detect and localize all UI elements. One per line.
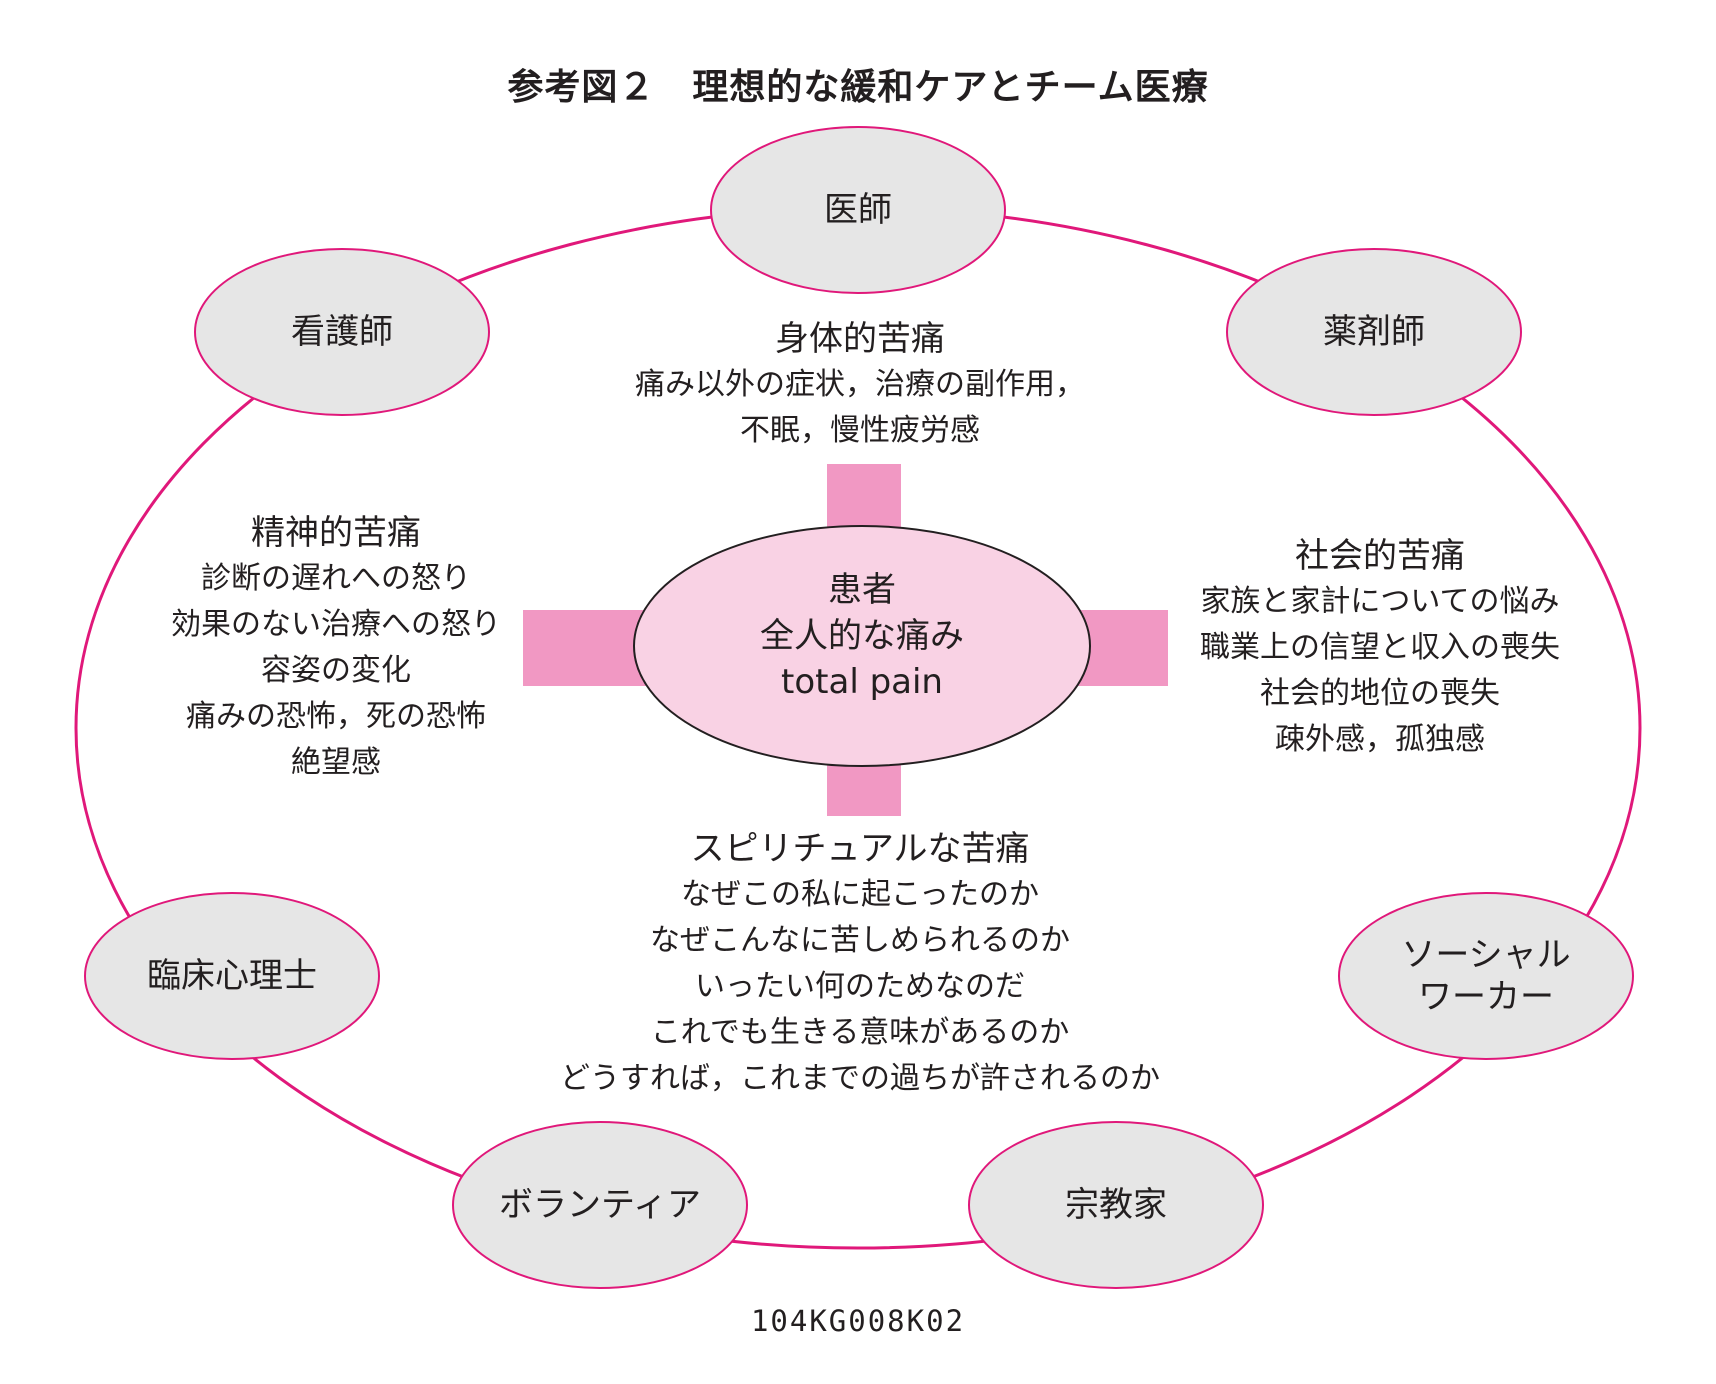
spiritual-pain-line: どうすれば，これまでの過ちが許されるのか (560, 1061, 1160, 1096)
mental-pain-line: 診断の遅れへの怒り (201, 561, 471, 596)
physical-pain-line: 不眠，慢性疲労感 (740, 413, 980, 448)
patient-ellipse (633, 525, 1091, 767)
label-religious: 宗教家 (1065, 1185, 1167, 1225)
mental-pain-line: 効果のない治療への怒り (171, 607, 501, 642)
node-pharmacist (1226, 248, 1522, 416)
label-social-worker-line1: ソーシャル (1401, 935, 1571, 975)
mental-pain-block: 精神的苦痛 診断の遅れへの怒り 効果のない治療への怒り 容姿の変化 痛みの恐怖，… (136, 510, 536, 786)
label-social-worker: ソーシャル ワーカー (1336, 934, 1636, 1018)
node-doctor (710, 126, 1006, 294)
physical-pain-block: 身体的苦痛 痛み以外の症状，治療の副作用， 不眠，慢性疲労感 (560, 316, 1160, 454)
patient-line3: total pain (781, 662, 943, 702)
spiritual-pain-block: スピリチュアルな苦痛 なぜこの私に起こったのか なぜこんなに苦しめられるのか い… (510, 826, 1210, 1102)
patient-line2: 全人的な痛み (760, 616, 964, 656)
node-psychologist (84, 892, 380, 1060)
spiritual-pain-line: なぜこの私に起こったのか (681, 877, 1039, 912)
node-social-worker (1338, 892, 1634, 1060)
patient-line1: 患者 (828, 570, 896, 610)
social-pain-heading: 社会的苦痛 (1295, 536, 1465, 576)
cross-arm-top (827, 464, 901, 532)
physical-pain-heading: 身体的苦痛 (775, 319, 945, 359)
mental-pain-line: 絶望感 (291, 745, 381, 780)
spiritual-pain-heading: スピリチュアルな苦痛 (690, 829, 1030, 869)
spiritual-pain-line: なぜこんなに苦しめられるのか (650, 923, 1070, 958)
social-pain-line: 疎外感，孤独感 (1275, 722, 1485, 757)
social-pain-block: 社会的苦痛 家族と家計についての悩み 職業上の信望と収入の喪失 社会的地位の喪失… (1180, 533, 1580, 763)
mental-pain-line: 痛みの恐怖，死の恐怖 (186, 699, 486, 734)
label-nurse: 看護師 (291, 312, 393, 352)
node-religious (968, 1121, 1264, 1289)
spiritual-pain-line: いったい何のためなのだ (695, 969, 1025, 1004)
social-pain-line: 職業上の信望と収入の喪失 (1200, 630, 1560, 665)
mental-pain-line: 容姿の変化 (261, 653, 411, 688)
label-social-worker-line2: ワーカー (1418, 977, 1554, 1017)
label-volunteer: ボランティア (499, 1185, 701, 1225)
spiritual-pain-line: これでも生きる意味があるのか (650, 1015, 1070, 1050)
mental-pain-heading: 精神的苦痛 (251, 513, 421, 553)
node-volunteer (452, 1121, 748, 1289)
label-doctor: 医師 (824, 190, 892, 230)
figure-code: 104KG008K02 (750, 1304, 966, 1338)
label-psychologist: 臨床心理士 (147, 956, 317, 996)
figure-title: 参考図２ 理想的な緩和ケアとチーム医療 (507, 67, 1209, 108)
cross-arm-left (523, 610, 647, 686)
label-pharmacist: 薬剤師 (1323, 312, 1425, 352)
node-nurse (194, 248, 490, 416)
patient-label: 患者 全人的な痛み total pain (662, 567, 1062, 705)
social-pain-line: 社会的地位の喪失 (1260, 676, 1500, 711)
physical-pain-line: 痛み以外の症状，治療の副作用， (635, 367, 1085, 402)
social-pain-line: 家族と家計についての悩み (1200, 584, 1560, 619)
